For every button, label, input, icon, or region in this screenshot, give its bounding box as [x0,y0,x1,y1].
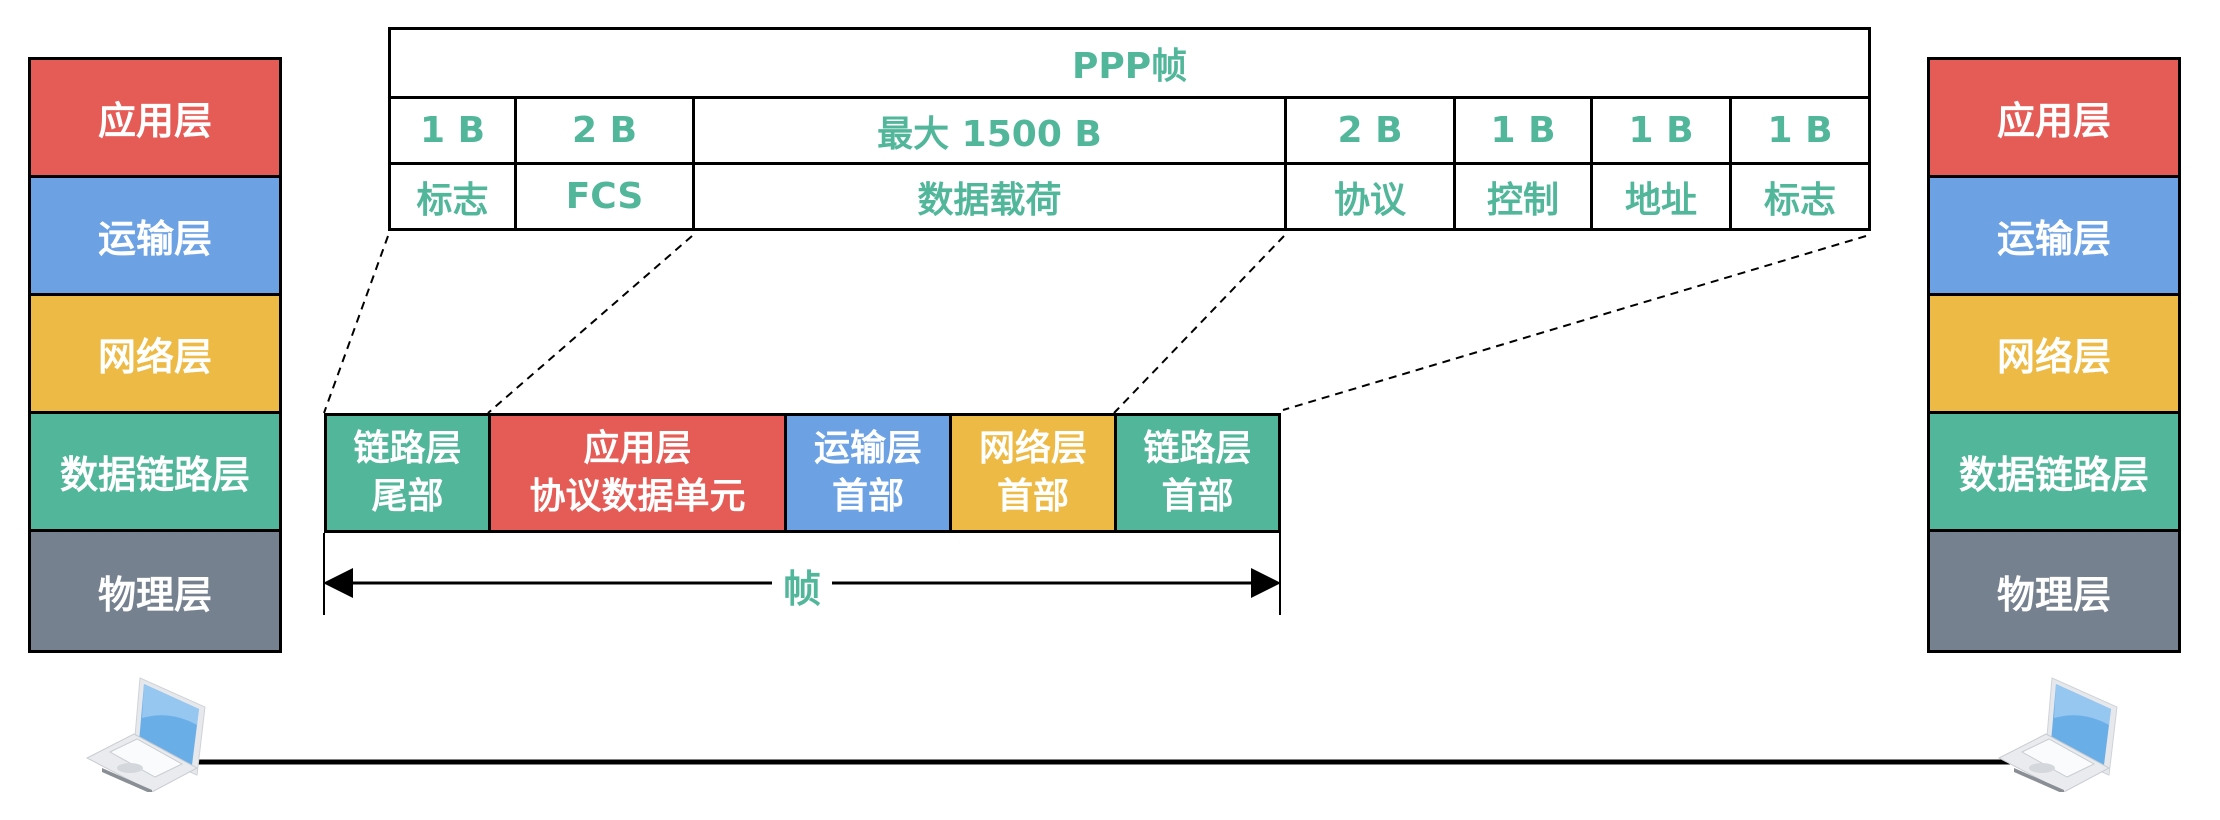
segment-line1: 链路层 [1143,428,1252,469]
field-flag-left: 标志 [388,162,517,231]
dashed-connector [1282,235,1867,411]
segment-link-header: 链路层 首部 [1117,416,1278,530]
size-flag-left: 1 B [388,96,517,165]
segment-line1: 网络层 [978,428,1087,469]
encapsulated-frame: 链路层 尾部 应用层 协议数据单元 运输层 首部 网络层 首部 链路层 首部 [324,413,1281,533]
field-flag-right: 标志 [1728,162,1872,231]
segment-line1: 应用层 [583,428,692,469]
ppp-frame-table: PPP帧 1 B 2 B 最大 1500 B 2 B 1 B 1 B 1 B 标… [387,27,1872,231]
size-address: 1 B [1590,96,1732,165]
field-fcs: FCS [514,162,695,231]
size-control: 1 B [1453,96,1593,165]
field-payload: 数据载荷 [692,162,1287,231]
layer-transport: 运输层 [1930,178,2178,296]
field-control: 控制 [1453,162,1593,231]
segment-line2: 首部 [996,476,1069,517]
segment-line2: 首部 [1161,476,1234,517]
size-fcs: 2 B [514,96,695,165]
segment-line1: 运输层 [813,428,922,469]
layer-network: 网络层 [31,296,279,414]
segment-link-trailer: 链路层 尾部 [327,416,491,530]
layer-physical: 物理层 [31,532,279,650]
layer-physical: 物理层 [1930,532,2178,650]
dashed-connector [487,235,693,414]
left-protocol-stack: 应用层 运输层 网络层 数据链路层 物理层 [28,57,282,653]
segment-transport-header: 运输层 首部 [787,416,952,530]
laptop-icon [85,677,206,792]
layer-transport: 运输层 [31,178,279,296]
ppp-frame-title: PPP帧 [387,27,1872,99]
segment-line2: 协议数据单元 [529,476,746,517]
size-protocol: 2 B [1284,96,1456,165]
dashed-connector [1113,235,1285,414]
layer-data-link: 数据链路层 [1930,414,2178,532]
size-flag-right: 1 B [1728,96,1872,165]
right-protocol-stack: 应用层 运输层 网络层 数据链路层 物理层 [1927,57,2181,653]
layer-application: 应用层 [1930,60,2178,178]
segment-application-pdu: 应用层 协议数据单元 [491,416,787,530]
frame-span-label: 帧 [772,558,832,613]
field-protocol: 协议 [1284,162,1456,231]
field-address: 地址 [1590,162,1732,231]
layer-data-link: 数据链路层 [31,414,279,532]
layer-application: 应用层 [31,60,279,178]
laptop-icon [1997,677,2118,792]
segment-line1: 链路层 [353,428,462,469]
segment-network-header: 网络层 首部 [952,416,1117,530]
size-payload: 最大 1500 B [692,96,1287,165]
layer-network: 网络层 [1930,296,2178,414]
dashed-connector [323,235,389,414]
segment-line2: 首部 [831,476,904,517]
segment-line2: 尾部 [371,476,444,517]
